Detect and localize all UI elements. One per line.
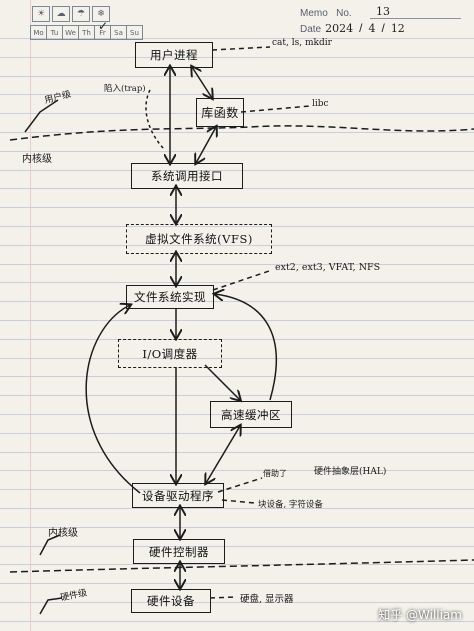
rule-line bbox=[0, 151, 474, 152]
rule-line bbox=[0, 339, 474, 340]
rule-line bbox=[0, 282, 474, 283]
user-kernel-boundary bbox=[9, 125, 474, 141]
library-functions-box: 库函数 bbox=[196, 98, 244, 127]
kernel-hardware-boundary bbox=[9, 559, 474, 573]
date-label: Date bbox=[300, 24, 322, 35]
io-scheduler-box: I/O调度器 bbox=[118, 339, 222, 368]
memo-no-label: No. bbox=[336, 8, 352, 19]
device-driver-box: 设备驱动程序 bbox=[132, 483, 224, 508]
system-call-interface-box: 系统调用接口 bbox=[131, 163, 243, 189]
memo-row: Memo No. 13 bbox=[300, 3, 461, 19]
fs-types-note: ext2, ext3, VFAT, NFS bbox=[275, 262, 381, 273]
rule-line bbox=[0, 38, 474, 39]
rule-line bbox=[0, 170, 474, 171]
cloud-icon: ☁ bbox=[52, 6, 70, 22]
date-day: 12 bbox=[390, 22, 405, 35]
rule-line bbox=[0, 264, 474, 265]
leader-commands bbox=[211, 46, 271, 51]
memo-label: Memo bbox=[300, 8, 328, 19]
user-level-arrow bbox=[24, 99, 59, 133]
rule-line bbox=[0, 489, 474, 490]
rule-line bbox=[0, 132, 474, 133]
rule-line bbox=[0, 602, 474, 603]
rule-line bbox=[0, 527, 474, 528]
rule-line bbox=[0, 226, 474, 227]
weekday-row: Mo Tu We Th Fr Sa Su bbox=[30, 19, 143, 40]
weekday-fr: Fr bbox=[94, 19, 111, 40]
memo-number: 13 bbox=[370, 5, 461, 19]
rule-line bbox=[0, 414, 474, 415]
rule-line bbox=[0, 207, 474, 208]
weekday-header: ☀ ☁ ☂ ❄ Mo Tu We Th Fr Sa Su bbox=[30, 6, 143, 40]
hardware-level-arrow bbox=[39, 597, 63, 615]
hal-ref-note: 借助了 bbox=[263, 469, 287, 478]
fs-implementation-box: 文件系统实现 bbox=[126, 285, 214, 309]
arrow-io-to-buffer bbox=[204, 364, 240, 400]
trap-curve bbox=[145, 89, 166, 151]
rule-line bbox=[0, 583, 474, 584]
rule-line bbox=[0, 546, 474, 547]
watermark: 知乎 @William bbox=[378, 608, 462, 622]
date-row: Date 2024 / 4 / 12 bbox=[300, 21, 405, 35]
hardware-controller-box: 硬件控制器 bbox=[133, 539, 225, 564]
weekday-su: Su bbox=[126, 25, 143, 40]
rule-line bbox=[0, 245, 474, 246]
rule-line bbox=[0, 621, 474, 622]
rule-line bbox=[0, 113, 474, 114]
arrow-user-to-libc bbox=[192, 67, 212, 98]
rule-line bbox=[0, 320, 474, 321]
rule-line bbox=[0, 76, 474, 77]
leader-device-types bbox=[221, 499, 256, 504]
leader-device-examples bbox=[209, 596, 237, 599]
memo-header: Memo No. 13 Date 2024 / 4 / 12 bbox=[300, 3, 461, 35]
rule-line bbox=[0, 301, 474, 302]
rule-line bbox=[0, 57, 474, 58]
arrow-driver-to-fs-left bbox=[85, 305, 141, 494]
date-month: 4 bbox=[368, 22, 376, 35]
rain-icon: ☂ bbox=[72, 6, 90, 22]
rule-line bbox=[0, 358, 474, 359]
rule-line bbox=[0, 508, 474, 509]
leader-fs-types bbox=[212, 269, 273, 291]
hardware-device-box: 硬件设备 bbox=[131, 589, 211, 613]
kernel-mode-label-bottom: 内核级 bbox=[48, 528, 78, 539]
commands-note: cat, ls, mkdir bbox=[272, 38, 332, 48]
date-year: 2024 bbox=[325, 22, 354, 35]
libc-note: libc bbox=[312, 99, 329, 109]
rule-line bbox=[0, 376, 474, 377]
kernel-level-arrow bbox=[39, 534, 61, 556]
trap-note: 陷入(trap) bbox=[104, 84, 146, 94]
kernel-mode-label-top: 内核级 bbox=[22, 154, 52, 165]
leader-libc bbox=[240, 105, 311, 113]
arrow-libc-to-syscall bbox=[196, 127, 216, 163]
weather-icons: ☀ ☁ ☂ ❄ bbox=[32, 6, 142, 22]
sun-icon: ☀ bbox=[32, 6, 50, 22]
vfs-box: 虚拟文件系统(VFS) bbox=[126, 224, 272, 254]
arrow-buffer-to-driver bbox=[206, 426, 240, 483]
margin-line bbox=[30, 0, 31, 631]
arrow-buffer-to-fs-right bbox=[215, 294, 278, 401]
hal-note: 硬件抽象层(HAL) bbox=[314, 467, 387, 477]
user-process-box: 用户进程 bbox=[135, 42, 213, 68]
buffer-cache-box: 高速缓冲区 bbox=[210, 401, 292, 428]
leader-hal bbox=[217, 477, 263, 493]
device-types-note: 块设备, 字符设备 bbox=[258, 500, 323, 510]
rule-line bbox=[0, 564, 474, 565]
rule-line bbox=[0, 94, 474, 95]
device-examples-note: 硬盘, 显示器 bbox=[240, 594, 294, 605]
